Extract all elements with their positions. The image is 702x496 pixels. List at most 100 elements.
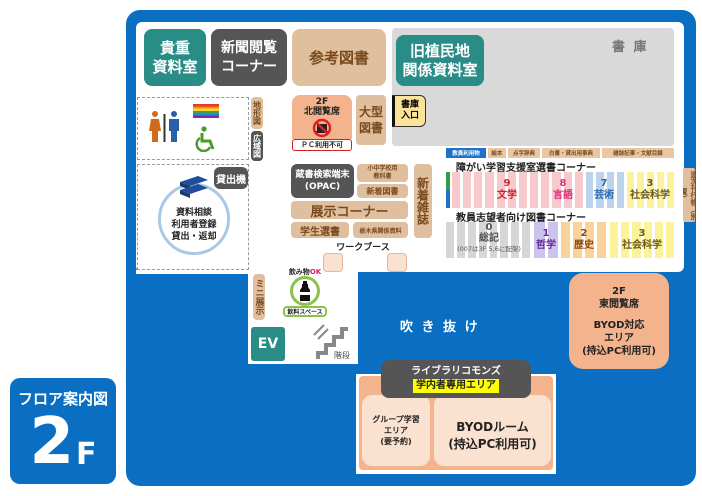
service-desk-line2: 利用者登録 bbox=[171, 220, 217, 230]
lending-machine-label: 貸出機 bbox=[216, 174, 246, 186]
drink-ok: OK bbox=[309, 268, 322, 276]
school-textbooks-shelf[interactable]: 小中学校用 教科書 bbox=[357, 164, 408, 182]
atrium-text: 吹 き 抜 け bbox=[400, 320, 480, 335]
stacks-entrance-line2: 入口 bbox=[400, 111, 419, 121]
east-reading-line2: 東閲覧席 bbox=[599, 298, 639, 310]
shelf-tag-label: 点字辞典 bbox=[512, 151, 535, 157]
north-reading-area[interactable]: 2F 北閲覧席 bbox=[292, 95, 352, 139]
rare-books-room[interactable]: 貴重 資料室 bbox=[144, 29, 206, 86]
shelf-9-literature[interactable]: 9 文学 bbox=[492, 178, 522, 202]
new-books-shelf[interactable]: 新着図書 bbox=[357, 184, 408, 198]
colonial-materials-room[interactable]: 旧植民地 関係資料室 bbox=[396, 35, 484, 86]
legend-title: フロア案内図 bbox=[17, 389, 108, 408]
shelf-number: 9 bbox=[503, 178, 511, 189]
drink-ok-label: 飲み物 OK bbox=[284, 267, 326, 277]
colonial-line1: 旧植民地 bbox=[409, 41, 470, 60]
shelf-7-arts[interactable]: 7 芸術 bbox=[589, 178, 619, 202]
topographic-map-label: 地形図 bbox=[252, 101, 262, 125]
colonial-line2: 関係資料室 bbox=[402, 60, 478, 79]
group-study-line2: エリア bbox=[384, 426, 408, 435]
stacks-entrance[interactable]: 書庫 入口 bbox=[392, 95, 426, 127]
work-booth-label: ワークブース bbox=[318, 240, 408, 253]
corner-marker-blue bbox=[446, 190, 450, 208]
reference-label: 参考図書 bbox=[308, 49, 369, 67]
shelf-tag[interactable]: 教員利用物 bbox=[446, 148, 486, 158]
group-study-area[interactable]: グループ学習 エリア (要予約) bbox=[362, 395, 430, 466]
lending-machine[interactable]: 貸出機 bbox=[214, 167, 248, 189]
stacks-entrance-line1: 書庫 bbox=[400, 100, 419, 110]
wide-area-map-label: 広域図 bbox=[252, 134, 262, 158]
library-commons-subtitle: 学内者専用エリア bbox=[413, 379, 499, 393]
mini-exhibit[interactable]: ミニ展示 bbox=[253, 274, 265, 320]
shelf-number: 3 bbox=[638, 228, 646, 239]
periodicals-side-shelf[interactable]: 逐次刊行物（別置） bbox=[683, 168, 695, 222]
shelf-tag[interactable]: 点字辞典 bbox=[508, 148, 540, 158]
north-reading-name: 北閲覧席 bbox=[303, 106, 340, 117]
east-reading-line4: BYOD対応 bbox=[593, 319, 645, 331]
books-icon bbox=[176, 175, 212, 199]
topographic-map-shelf[interactable]: 地形図 bbox=[251, 97, 263, 129]
shelf-tag-label: 絵本 bbox=[491, 151, 503, 157]
floor-suffix: F bbox=[76, 436, 97, 472]
exhibition-corner[interactable]: 展示コーナー bbox=[291, 201, 408, 220]
east-reading-line1: 2F bbox=[612, 285, 626, 297]
shelf-subject: 芸術 bbox=[594, 190, 614, 201]
reference-books[interactable]: 参考図書 bbox=[292, 29, 386, 86]
disability-corner-label: 障がい学習支援室選書コーナー bbox=[456, 163, 596, 174]
corner-marker-green bbox=[446, 172, 450, 190]
drink-space[interactable]: 飲料スペース bbox=[283, 306, 327, 317]
shelf-subject: 総記 bbox=[479, 233, 499, 244]
wide-area-map-shelf[interactable]: 広域図 bbox=[251, 131, 263, 161]
shelf-subject: 文学 bbox=[497, 190, 517, 201]
shelf-3-social-science-lower[interactable]: 3 社会科学 bbox=[614, 228, 670, 252]
group-study-line1: グループ学習 bbox=[372, 415, 420, 424]
east-reading-area[interactable]: 2F 東閲覧席 BYOD対応 エリア (持込PC利用可) bbox=[569, 273, 669, 369]
shelf-tags-row: 教員利用物 絵本 点字辞典 白書・貸出用事典 雑誌記事・文献目録 bbox=[446, 148, 674, 158]
shelf-2-history[interactable]: 2 歴史 bbox=[564, 228, 604, 252]
stairs-label: 階段 bbox=[334, 351, 350, 360]
shelf-8-language[interactable]: 8 言語 bbox=[548, 178, 578, 202]
shelf-subject: 社会科学 bbox=[630, 190, 670, 201]
work-booth-seat-2[interactable] bbox=[387, 253, 407, 272]
service-desk-line1: 資料相談 bbox=[175, 208, 212, 218]
disability-corner-caption: 障がい学習支援室選書コーナー bbox=[456, 159, 596, 174]
shelf-number: 8 bbox=[559, 178, 567, 189]
periodicals-side-label: 逐次刊行物（別置） bbox=[683, 170, 695, 220]
upper-shelf-row: 9 文学 8 言語 7 芸術 3 社会科学 bbox=[452, 172, 674, 208]
floor-area-west bbox=[136, 270, 248, 274]
library-commons-title: ライブラリコモンズ bbox=[411, 366, 501, 377]
stairs-icon[interactable]: 階段 bbox=[306, 321, 352, 361]
shelf-tag[interactable]: 白書・貸出用事典 bbox=[542, 148, 600, 158]
shelf-tag[interactable]: 絵本 bbox=[488, 148, 506, 158]
library-commons-header: ライブラリコモンズ 学内者専用エリア bbox=[381, 360, 531, 398]
byod-room-line1: BYODルーム bbox=[456, 419, 529, 434]
new-magazines-shelf[interactable]: 新着雑誌 bbox=[414, 164, 432, 238]
tochigi-materials-shelf[interactable]: 栃木県関係資料 bbox=[353, 222, 408, 238]
work-booth-seat-1[interactable] bbox=[323, 253, 343, 272]
large-books-line2: 図書 bbox=[358, 121, 383, 135]
no-pc-notice: ＰＣ利用不可 bbox=[292, 139, 352, 151]
shelf-number: 3 bbox=[646, 178, 654, 189]
shelf-3-social-science-upper[interactable]: 3 社会科学 bbox=[624, 178, 676, 202]
large-books-shelf[interactable]: 大型 図書 bbox=[356, 95, 386, 145]
shelf-tag[interactable]: 雑誌記事・文献目録 bbox=[602, 148, 674, 158]
service-desk-area bbox=[137, 164, 249, 270]
rainbow-flag-icon bbox=[193, 104, 219, 118]
shelf-number: 0 bbox=[485, 222, 493, 233]
drink-space-label: 飲料スペース bbox=[287, 309, 323, 316]
tochigi-materials-label: 栃木県関係資料 bbox=[359, 227, 402, 235]
atrium-label: 吹 き 抜 け bbox=[400, 316, 480, 335]
newspaper-corner[interactable]: 新聞閲覧 コーナー bbox=[211, 29, 287, 86]
student-selection-shelf[interactable]: 学生選書 bbox=[291, 222, 349, 238]
byod-room[interactable]: BYODルーム (持込PC利用可) bbox=[434, 395, 551, 466]
elevator[interactable]: EV bbox=[251, 327, 285, 361]
rare-books-line2: 資料室 bbox=[152, 57, 198, 76]
rare-books-line1: 貴重 bbox=[159, 38, 190, 57]
group-study-line3: (要予約) bbox=[380, 437, 412, 446]
school-textbooks-line2: 教科書 bbox=[373, 173, 392, 180]
opac-terminal[interactable]: 蔵書検索端末 (OPAC) bbox=[291, 164, 354, 198]
shelf-1-philosophy[interactable]: 1 哲学 bbox=[532, 228, 560, 252]
opac-line1: 蔵書検索端末 bbox=[295, 170, 350, 180]
shelf-note: (007は3F 5,6に配架) bbox=[457, 245, 521, 253]
shelf-0-general[interactable]: 0 総記 (007は3F 5,6に配架) bbox=[446, 222, 532, 255]
